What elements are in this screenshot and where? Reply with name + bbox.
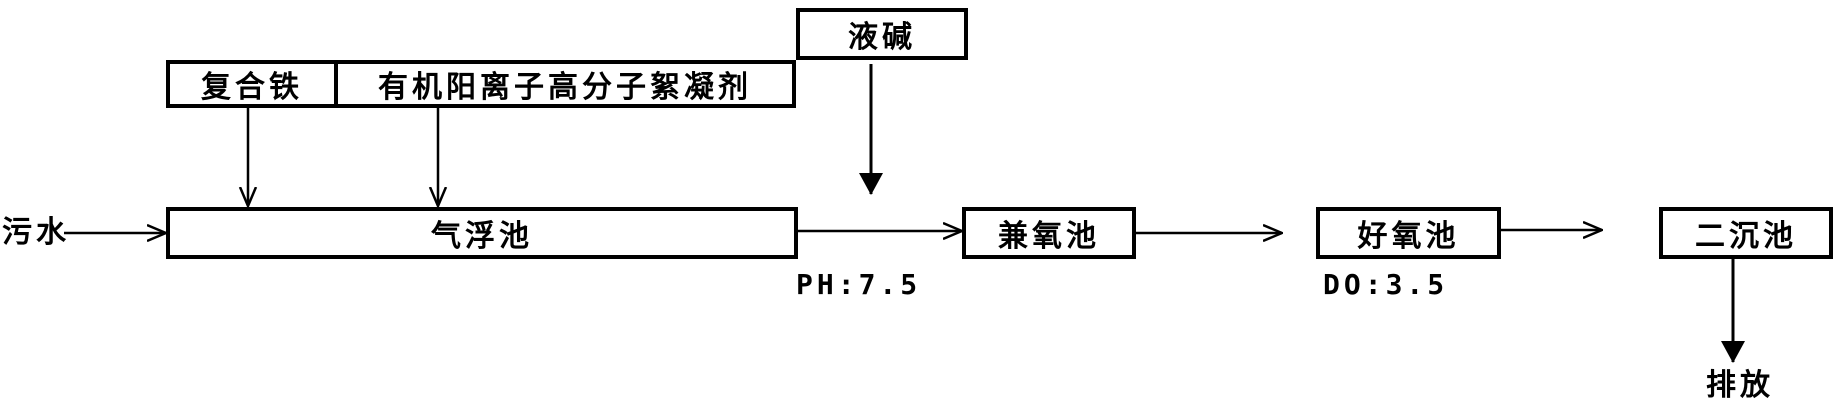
secondary-clarifier-label: 二沉池 [1695, 219, 1797, 254]
composite-iron-box: 复合铁 [166, 60, 338, 108]
aerobic-tank-box: 好氧池 [1316, 207, 1501, 259]
liquid-alkali-box: 液碱 [796, 8, 968, 60]
air-flotation-tank-box: 气浮池 [166, 207, 798, 259]
sewage-input-label: 污水 [2, 215, 70, 250]
air-flotation-tank-label: 气浮池 [431, 219, 533, 254]
aerobic-tank-label: 好氧池 [1357, 219, 1460, 254]
anoxic-tank-box: 兼氧池 [962, 207, 1136, 259]
discharge-label: 排放 [1706, 368, 1774, 403]
do-parameter: DO:3.5 [1323, 268, 1449, 301]
flocculant-label: 有机阳离子高分子絮凝剂 [378, 70, 752, 105]
liquid-alkali-label: 液碱 [848, 20, 916, 55]
secondary-clarifier-box: 二沉池 [1659, 207, 1833, 259]
composite-iron-label: 复合铁 [201, 70, 303, 105]
anoxic-tank-label: 兼氧池 [998, 219, 1100, 254]
flocculant-box: 有机阳离子高分子絮凝剂 [334, 60, 796, 108]
ph-parameter: PH:7.5 [796, 268, 922, 301]
